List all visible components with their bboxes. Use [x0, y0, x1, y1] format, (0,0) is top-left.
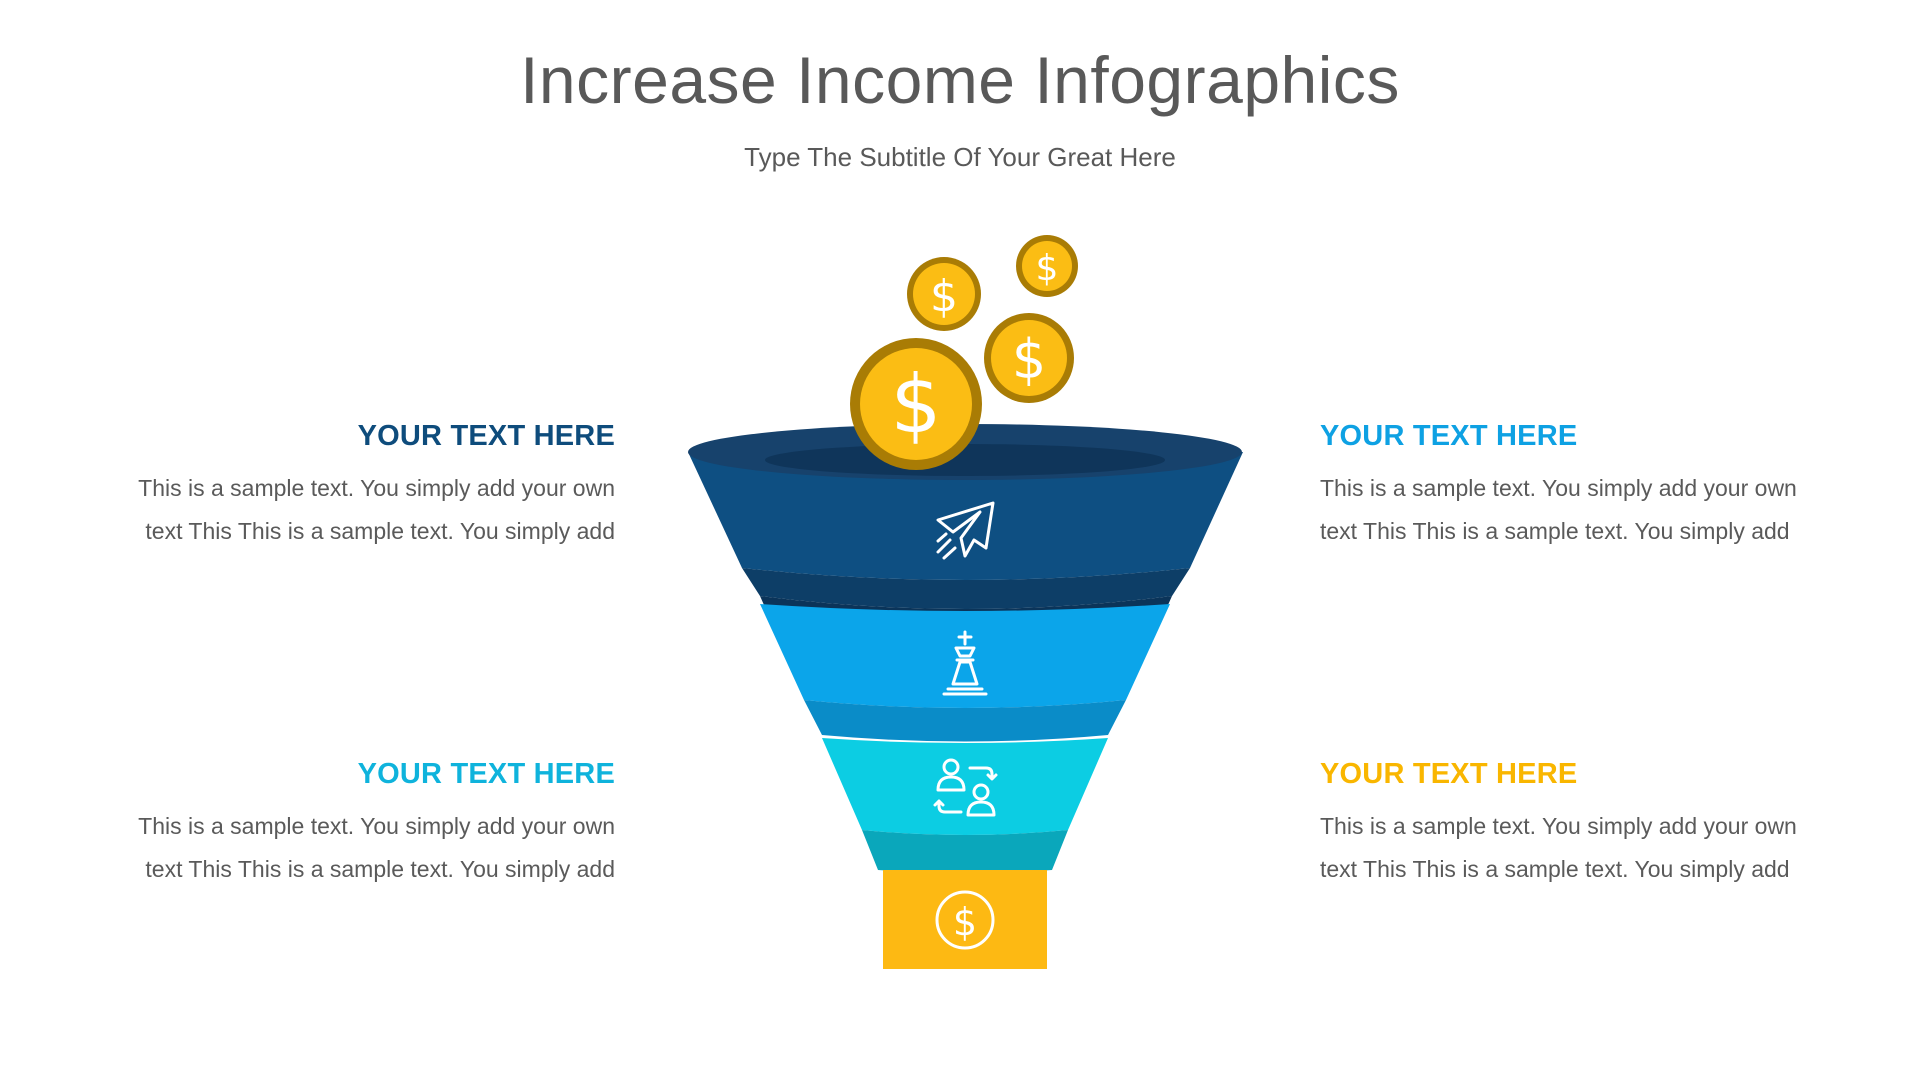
people-exchange-icon — [933, 758, 998, 817]
funnel-stage-3 — [822, 738, 1108, 873]
block-line: text This This is a sample text. You sim… — [145, 856, 615, 882]
svg-text:$: $ — [891, 358, 942, 451]
dollar-coin-icon: $ — [907, 257, 981, 331]
block-body: This is a sample text. You simply add yo… — [95, 467, 615, 553]
text-block-top-left: YOUR TEXT HERE This is a sample text. Yo… — [95, 420, 615, 553]
block-line: text This This is a sample text. You sim… — [1320, 856, 1790, 882]
svg-text:$: $ — [953, 900, 977, 944]
block-line: text This This is a sample text. You sim… — [1320, 518, 1790, 544]
block-line: This is a sample text. You simply add yo… — [1320, 475, 1797, 501]
dollar-coin-icon: $ — [850, 338, 982, 470]
block-body: This is a sample text. You simply add yo… — [95, 805, 615, 891]
paper-plane-icon — [936, 501, 995, 560]
dollar-coin-icon: $ — [1016, 235, 1078, 297]
funnel-stage-2 — [760, 604, 1170, 742]
page-subtitle: Type The Subtitle Of Your Great Here — [744, 142, 1176, 172]
block-body: This is a sample text. You simply add yo… — [1320, 805, 1840, 891]
funnel-stage-1 — [688, 424, 1243, 615]
block-line: This is a sample text. You simply add yo… — [1320, 813, 1797, 839]
text-block-bottom-right: YOUR TEXT HERE This is a sample text. Yo… — [1320, 758, 1840, 891]
block-body: This is a sample text. You simply add yo… — [1320, 467, 1840, 553]
dollar-circle-icon: $ — [935, 890, 995, 950]
text-block-top-right: YOUR TEXT HERE This is a sample text. Yo… — [1320, 420, 1840, 553]
text-block-bottom-left: YOUR TEXT HERE This is a sample text. Yo… — [95, 758, 615, 891]
block-heading: YOUR TEXT HERE — [357, 420, 615, 452]
block-heading: YOUR TEXT HERE — [1320, 420, 1578, 452]
block-line: text This This is a sample text. You sim… — [145, 518, 615, 544]
page-title: Increase Income Infographics — [520, 43, 1400, 117]
svg-text:$: $ — [930, 271, 958, 322]
funnel-stage-4 — [883, 870, 1047, 969]
svg-text:$: $ — [1036, 248, 1059, 289]
dollar-coin-icon: $ — [984, 313, 1074, 403]
block-heading: YOUR TEXT HERE — [1320, 758, 1578, 790]
chess-king-icon — [942, 630, 988, 696]
svg-text:$: $ — [1012, 328, 1046, 391]
block-line: This is a sample text. You simply add yo… — [138, 475, 615, 501]
block-heading: YOUR TEXT HERE — [357, 758, 615, 790]
block-line: This is a sample text. You simply add yo… — [138, 813, 615, 839]
